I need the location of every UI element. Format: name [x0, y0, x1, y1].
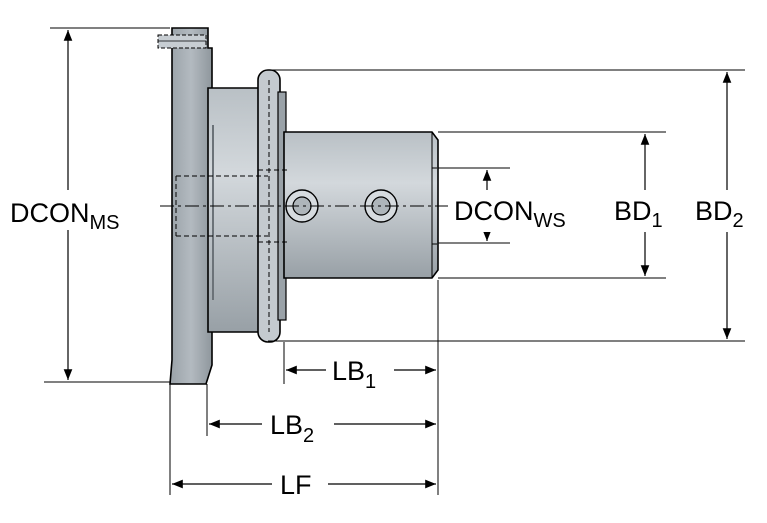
label-dcon-ws: DCONWS — [454, 196, 566, 232]
label-lf: LF — [280, 470, 312, 500]
label-bd1: BD1 — [614, 196, 663, 232]
flange-screw — [157, 34, 207, 49]
extension-lines — [44, 27, 745, 495]
label-bd2: BD2 — [695, 196, 744, 232]
label-lb1: LB1 — [332, 356, 376, 393]
label-lb2: LB2 — [270, 410, 314, 447]
label-dcon-ms: DCONMS — [10, 198, 120, 234]
